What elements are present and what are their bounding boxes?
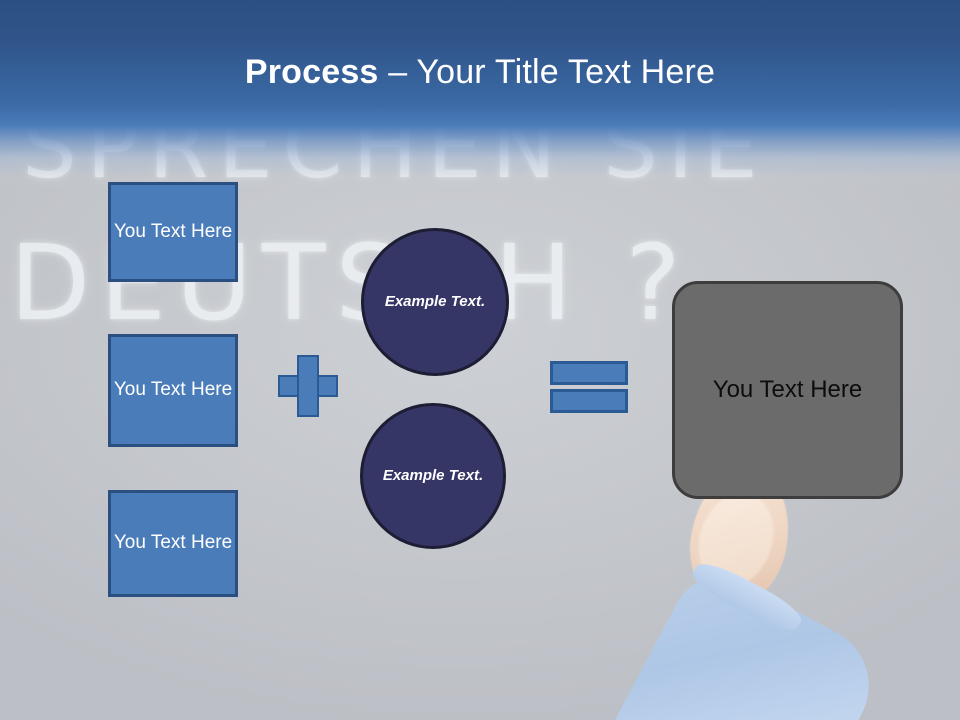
example-circle-2-label: Example Text. — [382, 467, 484, 485]
equals-icon-top-bar — [550, 361, 628, 385]
plus-icon — [278, 355, 338, 417]
page-title-rest: – Your Title Text Here — [378, 53, 716, 91]
example-circle-2[interactable]: Example Text. — [360, 403, 506, 549]
input-box-2[interactable]: You Text Here — [108, 334, 238, 447]
input-box-2-label: You Text Here — [113, 379, 233, 401]
plus-icon-center-fill — [299, 377, 317, 395]
page-title: Process – Your Title Text Here — [0, 53, 960, 92]
equals-icon-bottom-bar — [550, 389, 628, 413]
input-box-1[interactable]: You Text Here — [108, 182, 238, 282]
result-box[interactable]: You Text Here — [672, 281, 903, 499]
input-box-3-label: You Text Here — [113, 532, 233, 554]
page-title-bold: Process — [244, 53, 379, 91]
example-circle-1[interactable]: Example Text. — [361, 228, 509, 376]
input-box-1-label: You Text Here — [113, 220, 233, 242]
result-box-label: You Text Here — [712, 376, 863, 403]
example-circle-1-label: Example Text. — [384, 293, 486, 311]
input-box-3[interactable]: You Text Here — [108, 490, 238, 597]
